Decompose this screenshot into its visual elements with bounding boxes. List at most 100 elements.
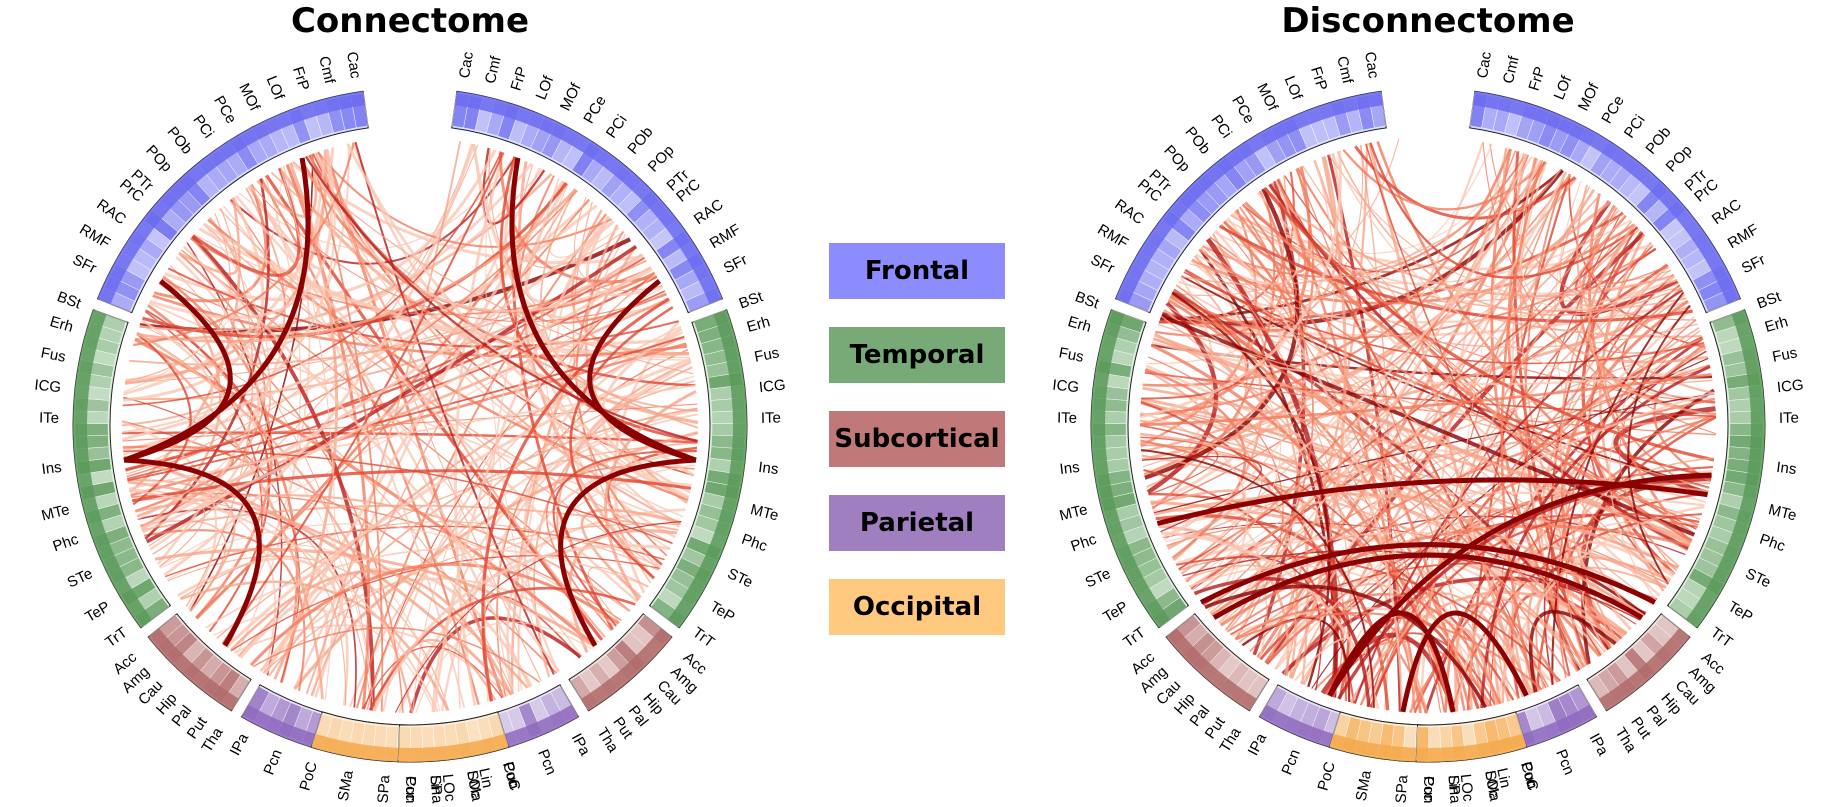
chord (304, 155, 698, 443)
region-label: PoC (1315, 760, 1339, 793)
chord (317, 151, 612, 248)
region-label: Cmf (482, 54, 505, 85)
wedge-rim (311, 733, 422, 763)
chord (205, 547, 649, 629)
strong-chord (558, 457, 696, 647)
chord (372, 544, 671, 712)
region-label: RAC (93, 196, 129, 228)
region-label: Pcn (1278, 747, 1303, 777)
region-label: Pcn (1552, 747, 1577, 777)
region-label: ICG (758, 377, 786, 397)
chord (1169, 296, 1570, 677)
region-label: LOc (439, 773, 459, 803)
chord (202, 222, 685, 345)
panel-title-disconnectome: Disconnectome (1281, 1, 1575, 41)
region-label: MTe (1767, 501, 1799, 524)
chord (1155, 514, 1390, 711)
chord (1157, 323, 1710, 489)
chord (1587, 273, 1675, 585)
region-label: ITe (1779, 410, 1799, 427)
region-label: Cac (1361, 51, 1382, 80)
chord (366, 380, 695, 710)
region-label: TeP (1100, 598, 1131, 626)
region-label: RMF (1725, 221, 1762, 252)
wedge-rim (581, 628, 672, 711)
chord (293, 167, 541, 690)
chord (1191, 259, 1698, 348)
chord (142, 266, 652, 534)
region-label: FrP (1307, 65, 1331, 93)
panel-title-connectome: Connectome (290, 1, 530, 41)
region-label: MOf (1253, 81, 1281, 115)
region-label: MTe (40, 501, 72, 524)
region-label: Pcc (1420, 776, 1437, 802)
chord (136, 333, 374, 711)
region-label: LOc (1481, 769, 1503, 800)
strong-chord (1400, 610, 1529, 713)
chord (225, 357, 691, 649)
legend-item-parietal: Parietal (829, 495, 1005, 551)
region-label: POp (645, 142, 678, 175)
region-label: TeP (1725, 598, 1756, 626)
region-label: STe (1743, 565, 1774, 591)
region-label: BSt (1073, 288, 1102, 313)
region-label: Pcc (402, 776, 419, 802)
region-label: Cmf (315, 55, 338, 86)
chord (1171, 291, 1331, 688)
chord (1204, 584, 1488, 709)
chord (1264, 209, 1620, 663)
region-label: PoC (297, 760, 321, 793)
chord (280, 167, 336, 701)
region-label: LOf (263, 73, 288, 103)
chord (1575, 220, 1705, 354)
chord (136, 331, 414, 714)
chord (1146, 268, 1248, 488)
region-label: Pcc (1517, 760, 1540, 789)
chord (1162, 159, 1543, 539)
region-label: POb (1642, 124, 1674, 158)
region-label: Cac (456, 50, 477, 79)
chord (1331, 153, 1715, 400)
region-label: TrT (689, 624, 717, 651)
chord (1369, 512, 1700, 708)
chord (1354, 145, 1577, 220)
chord (237, 335, 685, 658)
chord (1599, 234, 1665, 592)
chord (1369, 142, 1639, 279)
legend: Frontal Temporal Subcortical Parietal Oc… (829, 243, 1005, 663)
chord (1263, 187, 1675, 298)
region-label: MOf (1575, 80, 1603, 114)
strong-chord (1212, 552, 1644, 620)
chord (137, 223, 270, 520)
region-label: Cun (1420, 776, 1437, 804)
region-label: Fus (753, 344, 781, 365)
chord (1140, 448, 1375, 708)
chord (1609, 315, 1696, 602)
region-wedges (1090, 90, 1766, 763)
chord (1176, 555, 1561, 682)
region-label: PCi (1621, 112, 1649, 142)
chord (1140, 445, 1263, 570)
chord (1242, 161, 1546, 273)
region-label: POp (142, 142, 175, 175)
region-label: LOc (463, 769, 485, 800)
chord (1139, 373, 1712, 427)
chord (1140, 177, 1578, 453)
region-label: Pcn (260, 747, 285, 777)
region-label: SMa (463, 769, 485, 803)
chord (1140, 411, 1249, 612)
chord (1445, 153, 1526, 713)
region-label: Erh (745, 313, 772, 336)
chord (129, 197, 241, 494)
region-label: FrP (1525, 65, 1549, 93)
chord (1202, 245, 1606, 653)
region-label: BSt (1755, 288, 1784, 313)
region-label: Cac (1474, 50, 1495, 79)
chord (1519, 158, 1676, 311)
region-label: STe (725, 565, 756, 591)
region-label: FrP (507, 65, 531, 93)
wedge-rim (148, 628, 239, 711)
chord (137, 508, 357, 708)
